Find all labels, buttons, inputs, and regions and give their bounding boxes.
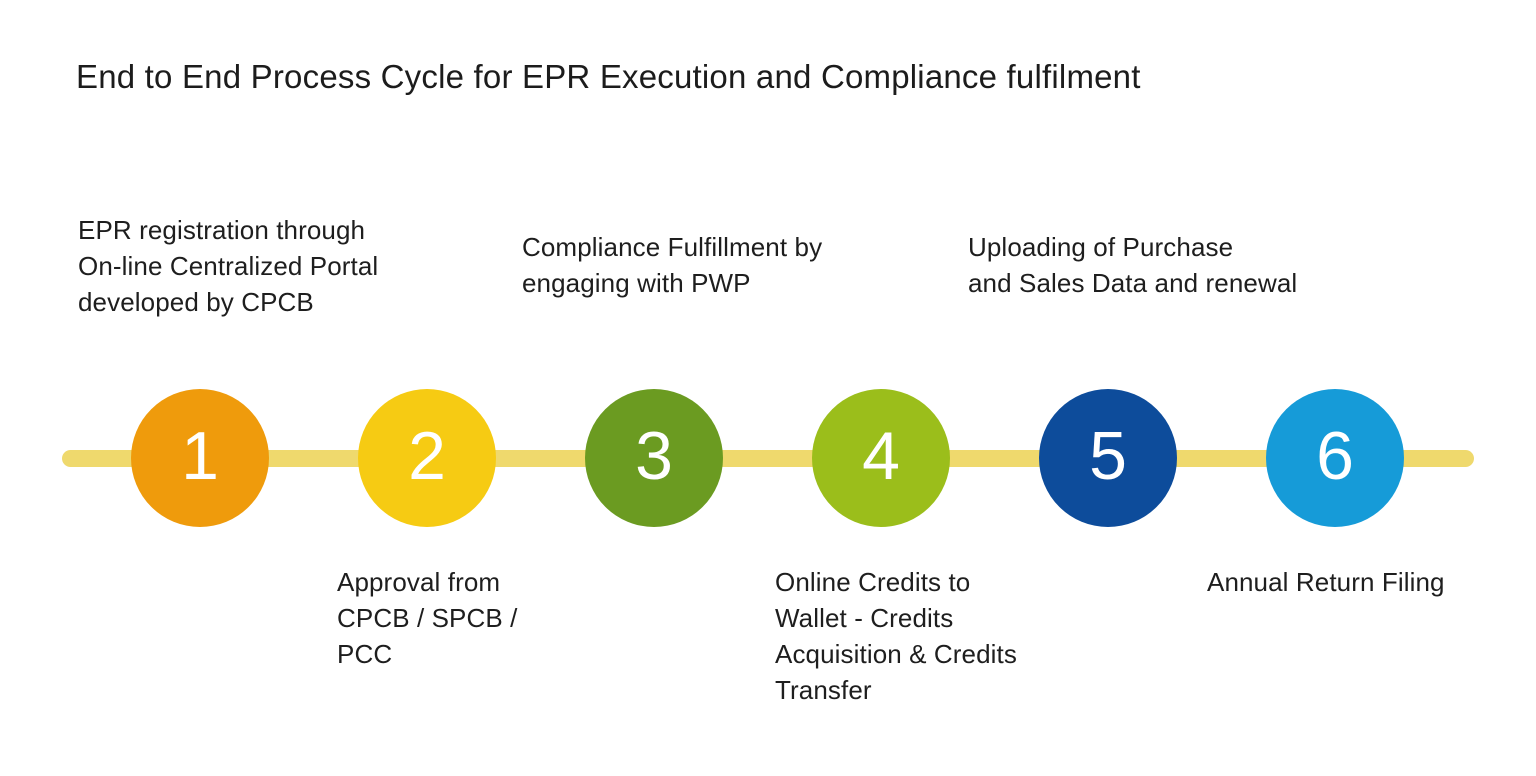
step-5-label: Uploading of Purchase and Sales Data and… (968, 232, 1298, 298)
step-1-label: EPR registration through On-line Central… (78, 215, 379, 317)
step-3-number: 3 (635, 418, 673, 494)
step-6-label: Annual Return Filing (1207, 567, 1445, 597)
step-3-label: Compliance Fulfillment by engaging with … (522, 232, 823, 298)
step-1-circle: 1 (131, 389, 269, 527)
step-1-number: 1 (181, 418, 219, 494)
step-2-circle: 2 (358, 389, 496, 527)
step-3-circle: 3 (585, 389, 723, 527)
step-2-label: Approval from CPCB / SPCB / PCC (337, 567, 518, 669)
step-4-label: Online Credits to Wallet - Credits Acqui… (775, 567, 1017, 705)
step-2-number: 2 (408, 418, 446, 494)
step-6-number: 6 (1316, 418, 1354, 494)
diagram-title: End to End Process Cycle for EPR Executi… (76, 58, 1141, 95)
step-6-circle: 6 (1266, 389, 1404, 527)
step-5-number: 5 (1089, 418, 1127, 494)
step-4-number: 4 (862, 418, 900, 494)
step-4-circle: 4 (812, 389, 950, 527)
step-5-circle: 5 (1039, 389, 1177, 527)
timeline-line (62, 450, 1474, 467)
